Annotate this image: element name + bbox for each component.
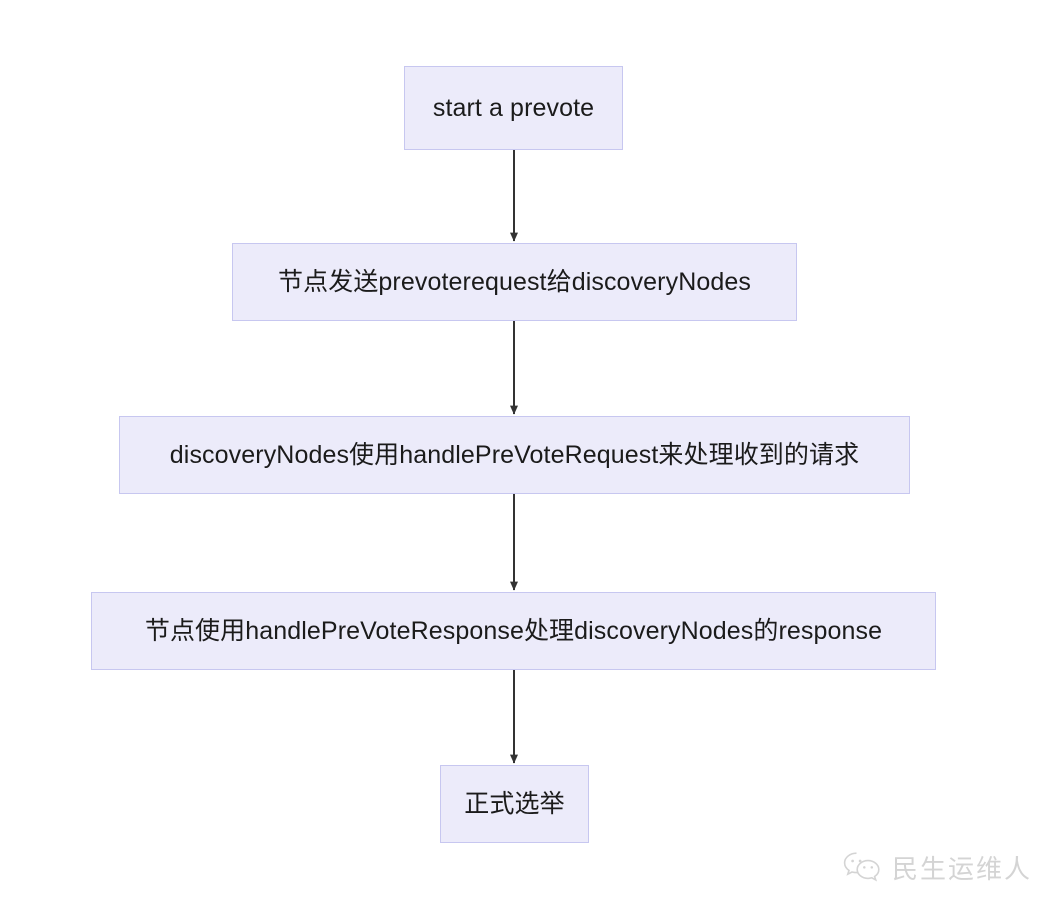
- node-label: start a prevote: [432, 94, 595, 122]
- flowchart-node-start-a-prevote[interactable]: start a prevote: [404, 66, 623, 150]
- watermark: 民生运维人: [842, 845, 1038, 889]
- flowchart-node-handle-prevote-response[interactable]: 节点使用handlePreVoteResponse处理discoveryNode…: [91, 592, 936, 670]
- node-label: discoveryNodes使用handlePreVoteRequest来处理收…: [169, 441, 860, 469]
- wechat-icon: [842, 849, 882, 885]
- flowchart-node-formal-election[interactable]: 正式选举: [440, 765, 589, 843]
- flowchart-node-handle-prevote-request[interactable]: discoveryNodes使用handlePreVoteRequest来处理收…: [119, 416, 910, 494]
- flowchart-node-send-prevote-request[interactable]: 节点发送prevoterequest给discoveryNodes: [232, 243, 797, 321]
- node-label: 节点使用handlePreVoteResponse处理discoveryNode…: [144, 617, 883, 645]
- node-label: 正式选举: [464, 790, 565, 818]
- watermark-text: 民生运维人: [892, 853, 1033, 884]
- node-label: 节点发送prevoterequest给discoveryNodes: [278, 268, 751, 296]
